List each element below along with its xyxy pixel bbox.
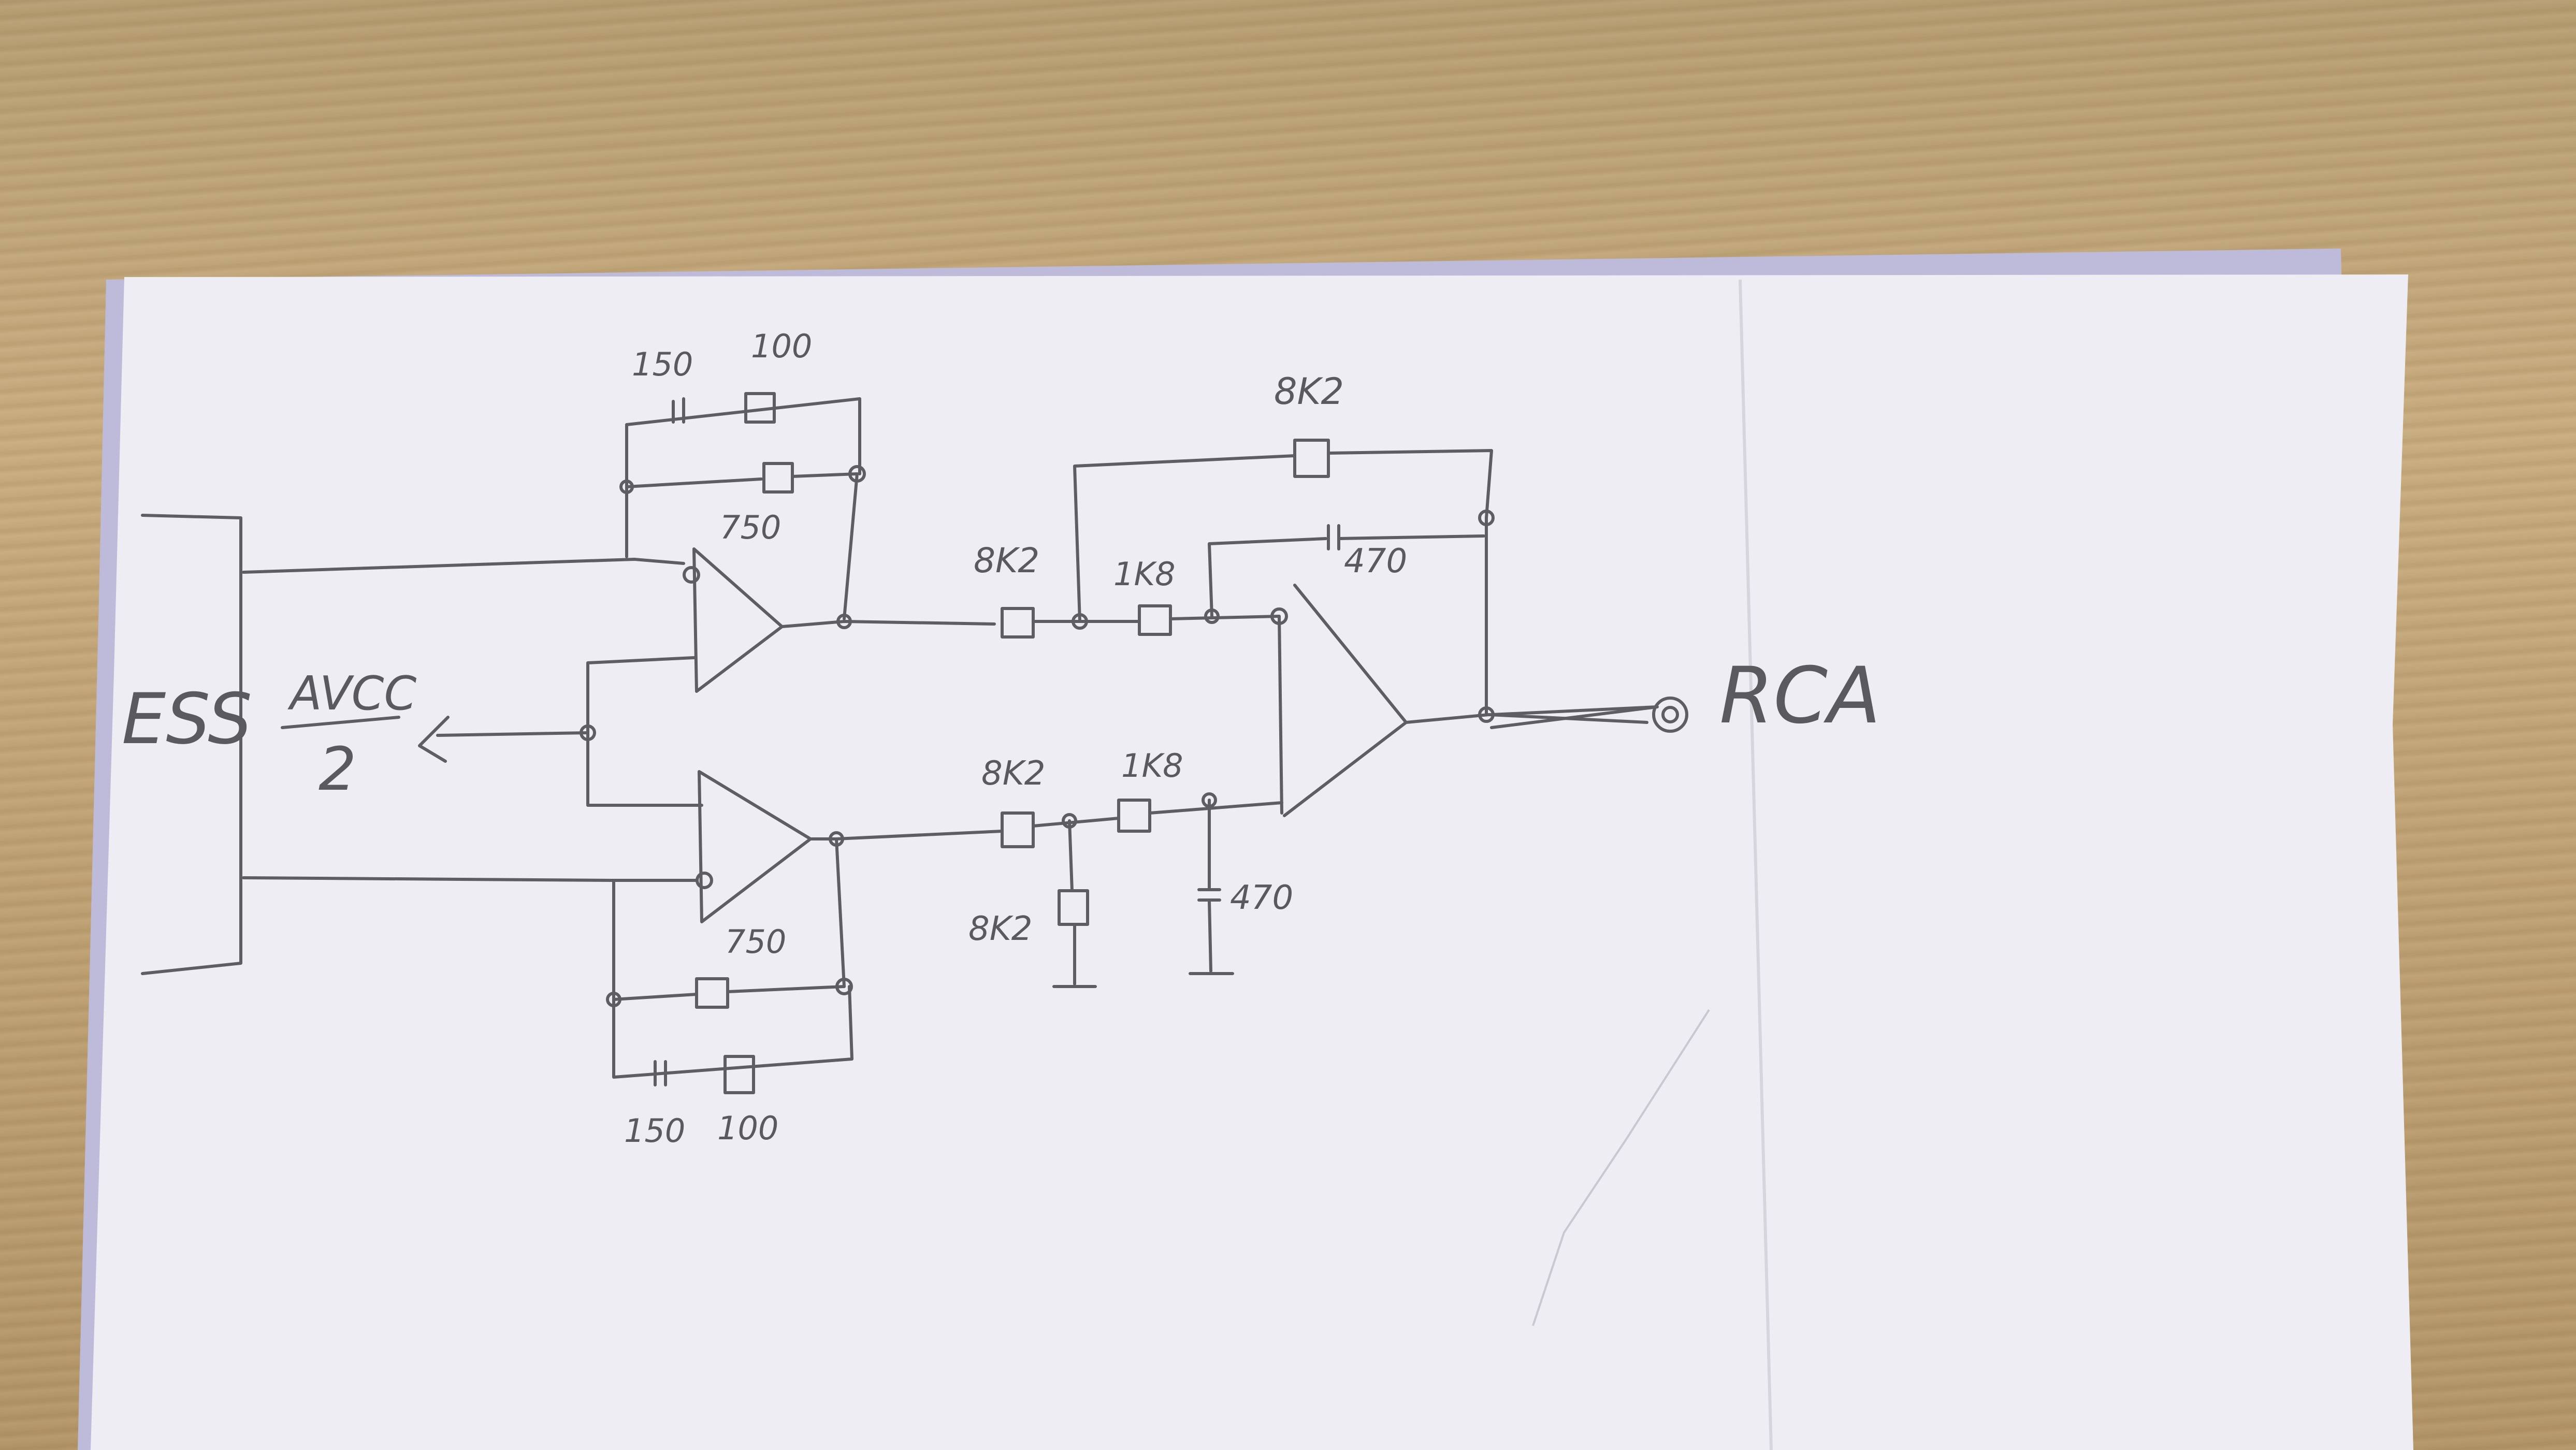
paper-sheet bbox=[91, 274, 2413, 1450]
wire-top-fb-out bbox=[843, 472, 859, 620]
node-op1-out bbox=[836, 614, 852, 629]
label-top-r2: 750 bbox=[720, 509, 781, 546]
wire-ess-bottom bbox=[242, 876, 698, 882]
rca-jack-inner bbox=[1661, 706, 1679, 723]
wire-fb-8k2 bbox=[1073, 454, 1296, 623]
wire-fb-470-r bbox=[1337, 534, 1485, 540]
label-r-in-top: 8K2 bbox=[974, 541, 1039, 581]
wire-fb-8k2-r bbox=[1327, 449, 1493, 519]
node-op2-in bbox=[696, 872, 713, 889]
wire-bot-750-r bbox=[726, 985, 846, 993]
paper-tear bbox=[1532, 1009, 1710, 1326]
paper-fold bbox=[1739, 279, 1773, 1450]
wire-ref-bottom bbox=[586, 731, 703, 807]
label-r-fb: 8K2 bbox=[1274, 370, 1344, 413]
label-r-in-bot: 8K2 bbox=[981, 755, 1045, 793]
opamp-bottom bbox=[698, 770, 812, 923]
label-ess: ESS bbox=[122, 678, 252, 760]
wire-top-750 bbox=[791, 472, 859, 478]
label-avcc: AVCC bbox=[287, 666, 416, 721]
opamp-top bbox=[692, 547, 784, 693]
rca-jack bbox=[1652, 697, 1688, 733]
avcc-wire bbox=[436, 731, 589, 737]
wire-1k8-bot-out bbox=[1148, 801, 1283, 815]
wire-1k8-top-out bbox=[1169, 615, 1281, 620]
avcc-arrow bbox=[418, 716, 450, 763]
label-r-shunt: 8K2 bbox=[968, 910, 1032, 948]
ess-block bbox=[141, 514, 242, 975]
node-op1-in bbox=[683, 566, 700, 584]
label-top-c1: 150 bbox=[632, 345, 693, 383]
res-fb-8k2 bbox=[1293, 439, 1330, 478]
wire-bot-fb-left bbox=[612, 879, 853, 1079]
wire-fb-470 bbox=[1208, 537, 1327, 618]
label-bot-r2: 750 bbox=[725, 923, 786, 961]
label-c-fb: 470 bbox=[1344, 542, 1407, 581]
wire-ess-top bbox=[242, 558, 685, 574]
label-c-shunt: 470 bbox=[1230, 879, 1293, 917]
res-1k8-bottom bbox=[1117, 799, 1151, 833]
label-avcc-den: 2 bbox=[319, 735, 356, 804]
wire-shunt-8k2 bbox=[1068, 819, 1074, 892]
res-top-100 bbox=[744, 392, 776, 424]
wire-shunt-470-gnd bbox=[1189, 900, 1234, 975]
label-bot-c1: 150 bbox=[624, 1112, 685, 1150]
wire-shunt-8k2-gnd bbox=[1052, 923, 1097, 988]
label-top-r1: 100 bbox=[751, 327, 812, 365]
wire-bot-fb-mid bbox=[612, 993, 698, 1001]
label-bot-r1: 100 bbox=[717, 1109, 778, 1147]
label-r-mid-bot: 1K8 bbox=[1121, 747, 1183, 785]
res-bot-100 bbox=[723, 1055, 755, 1094]
wire-op1-out bbox=[780, 620, 996, 628]
avcc-fraction-bar bbox=[281, 716, 400, 729]
wire-bot-fb-out bbox=[835, 837, 846, 988]
label-r-mid-top: 1K8 bbox=[1113, 555, 1176, 593]
opamp-out-left bbox=[1278, 615, 1283, 815]
label-rca: RCA bbox=[1719, 651, 1881, 741]
wire-top-fb-left bbox=[625, 397, 861, 558]
wire-op3-out bbox=[1405, 713, 1648, 724]
wire-top-fb-mid bbox=[625, 477, 763, 488]
node-ref bbox=[580, 724, 596, 741]
res-8k2-bottom bbox=[1001, 811, 1035, 848]
wire-ref-top bbox=[586, 656, 696, 734]
